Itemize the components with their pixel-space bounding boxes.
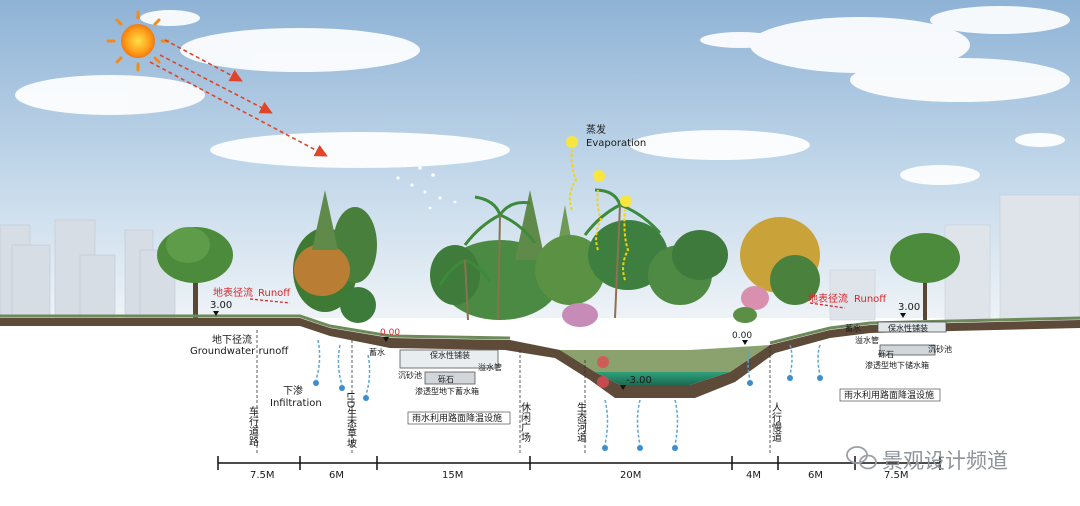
sun-rays [149,39,328,157]
vegetation [157,188,960,327]
evaporation-label-cn: 蒸发 [586,123,606,136]
runoff-arrows [249,298,846,309]
runoff-left-cn: 地表径流 [213,286,253,299]
scale-seg-3: 15M [442,470,463,481]
label-overflow-pipe: 溢水管 [478,362,502,372]
clouds [15,6,1070,185]
infiltration-label-cn: 下渗 [283,384,303,397]
zone-leisure-plaza: 休闲广场 [519,402,531,443]
watermark: 景观设计频道 [846,446,1008,473]
rain-reuse-right-box [839,388,941,402]
scale-seg-5: 4M [746,470,761,481]
zone-road: 车行道路 [247,405,259,447]
zone-lid-slope: LID生态草坡 [345,392,357,449]
scale-seg-7: 7.5M [884,470,909,481]
label-right-pave: 保水性铺装 [888,323,928,333]
zone-leaders [256,330,771,455]
label-permeable-storage: 渗透型地下蓄水箱 [415,386,479,396]
infiltration-label-en: Infiltration [270,398,322,409]
elevation-markers [213,311,906,390]
zone-sidewalk: 人行慢道 [770,402,782,442]
label-right-drain: 蓄水 [845,323,861,333]
zone-eco-river: 生态河道 [575,401,587,442]
elevation-left: 3.00 [210,300,232,311]
label-rain-reuse-right: 雨水利用路面降温设施 [844,389,934,401]
elevation-river: -3.00 [626,375,652,386]
scale-bar [217,456,941,470]
runoff-right-en: Runoff [854,294,887,305]
label-right-storage: 渗透型地下储水箱 [865,360,929,370]
scale-seg-1: 7.5M [250,470,275,481]
river-water [595,372,730,385]
evaporation-label-en: Evaporation [586,138,646,149]
city-skyline-right [829,194,1080,321]
evaporation-arrows [566,136,632,281]
birds [396,161,457,210]
label-right-gravel: 砾石 [878,349,894,359]
groundwater-label-cn: 地下径流 [212,333,252,346]
label-permeable-pipe: 保水性铺装 [430,350,470,360]
infiltration-arrows [315,339,821,446]
elevation-right: 3.00 [898,302,920,313]
city-skyline-left [0,219,176,321]
water-droplet-icons [313,375,823,451]
label-rain-reuse-left: 雨水利用路面降温设施 [412,412,502,424]
groundwater-label-en: Groundwater runoff [190,346,289,357]
elevation-mid-left: 0.00 [380,328,400,338]
scale-seg-2: 6M [329,470,344,481]
scale-seg-6: 6M [808,470,823,481]
wechat-icon [846,446,877,470]
pollution-markers [597,356,609,388]
scale-seg-4: 20M [620,470,641,481]
label-right-overflow: 溢水管 [855,335,879,345]
label-sand-pool: 沉砂池 [398,370,422,380]
label-tank: 蓄水 [369,347,385,357]
watermark-text: 景观设计频道 [882,449,1008,473]
rain-reuse-left-box [407,411,511,425]
ground-section [0,314,1080,398]
label-right-sand: 沉砂池 [928,344,952,354]
label-gravel: 砾石 [438,374,454,384]
sun-icon [106,10,170,72]
elevation-mid-right: 0.00 [732,331,752,341]
runoff-left-en: Runoff [258,288,291,299]
runoff-right-cn: 地表径流 [808,292,848,305]
